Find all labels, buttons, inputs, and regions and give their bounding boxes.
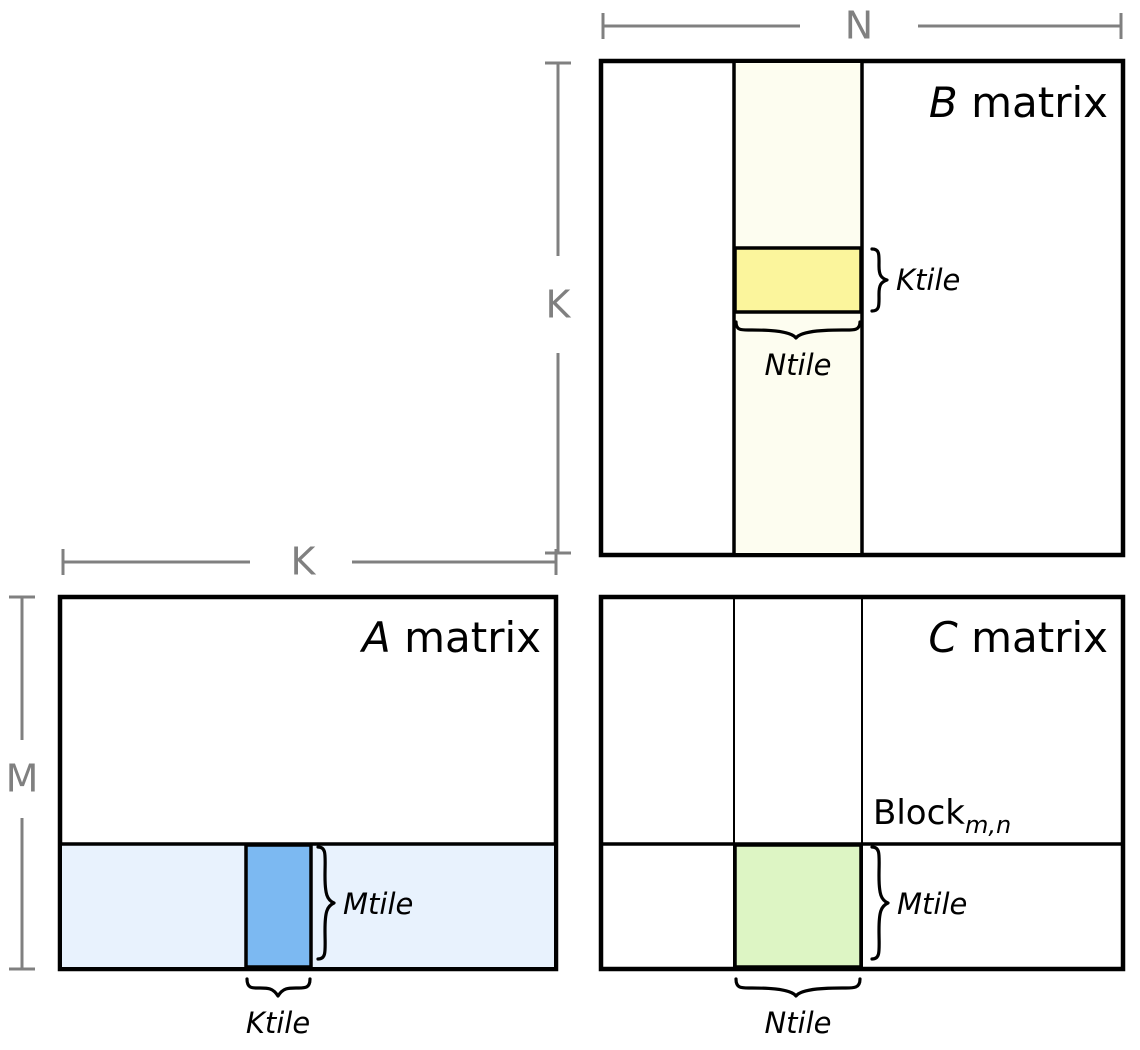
dimension-n-label: N bbox=[845, 4, 873, 48]
c-matrix-mtile-brace bbox=[870, 845, 890, 961]
c-matrix-mtile-label: Mtile bbox=[897, 887, 967, 921]
a-matrix-ktile-label: Ktile bbox=[246, 1006, 310, 1040]
c-matrix-title-rest: matrix bbox=[958, 613, 1108, 662]
a-matrix-title: A matrix bbox=[359, 613, 541, 662]
a-matrix-group: A matrix Mtile Ktile bbox=[57, 594, 559, 1040]
dimension-k-vertical: K bbox=[545, 61, 572, 555]
dimension-k-horizontal-label: K bbox=[291, 540, 317, 584]
b-matrix-title-italic: B bbox=[929, 78, 958, 127]
b-matrix-ntile-brace bbox=[734, 320, 862, 340]
dimension-m: M bbox=[6, 595, 39, 971]
a-matrix-mtile-label: Mtile bbox=[343, 887, 413, 921]
c-matrix-block-label-subscript: m,n bbox=[965, 811, 1011, 839]
b-matrix-ktile-label: Ktile bbox=[896, 263, 960, 297]
c-matrix-block-label-main: Block bbox=[873, 793, 965, 833]
a-matrix-mtile-brace bbox=[316, 845, 336, 961]
c-matrix-ntile-brace bbox=[734, 977, 862, 998]
a-matrix-ktile-brace bbox=[245, 977, 312, 998]
b-matrix-ntile-label: Ntile bbox=[764, 348, 831, 382]
dimension-k-horizontal: K bbox=[61, 540, 558, 584]
c-matrix-block-label: Blockm,n bbox=[873, 793, 1011, 839]
b-matrix-ktile-brace bbox=[870, 247, 889, 313]
c-matrix-ntile-label: Ntile bbox=[764, 1006, 831, 1040]
a-matrix-mtile-ktile-tile bbox=[244, 843, 313, 969]
b-matrix-title: B matrix bbox=[929, 78, 1108, 127]
c-matrix-title-italic: C bbox=[928, 613, 958, 662]
dimension-n: N bbox=[601, 4, 1123, 48]
b-matrix-group: B matrix Ktile Ntile bbox=[598, 58, 1126, 558]
c-matrix-group: C matrix Blockm,n Mtile Ntile bbox=[598, 594, 1126, 1040]
a-matrix-title-italic: A bbox=[359, 613, 391, 662]
dimension-m-label: M bbox=[6, 757, 39, 801]
c-matrix-mtile-ntile-tile bbox=[733, 843, 863, 969]
b-matrix-title-rest: matrix bbox=[958, 78, 1108, 127]
dimension-k-vertical-label: K bbox=[546, 283, 572, 327]
a-matrix-title-rest: matrix bbox=[391, 613, 541, 662]
c-matrix-title: C matrix bbox=[928, 613, 1108, 662]
b-matrix-ktile-ntile-tile bbox=[733, 246, 863, 314]
